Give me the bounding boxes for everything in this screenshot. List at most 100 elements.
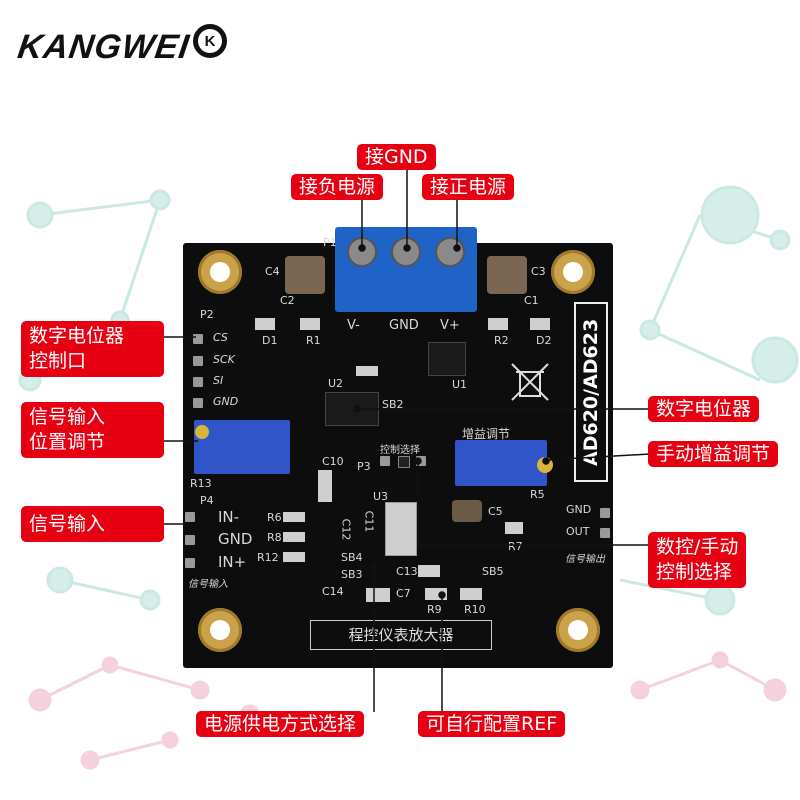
- resistor-r6: [283, 512, 305, 522]
- ref-R1: R1: [306, 334, 321, 347]
- mounting-hole-top-left: [198, 250, 242, 294]
- ref-C5: C5: [488, 505, 503, 518]
- callout-digpot-port-line1: 数字电位器: [29, 325, 125, 347]
- screw-gnd: [391, 237, 421, 267]
- header-label-sck: SCK: [213, 353, 235, 366]
- ref-SB2: SB2: [382, 398, 404, 411]
- brand-logo-mark: K: [193, 24, 227, 58]
- ref-C10: C10: [322, 455, 344, 468]
- ref-R7: R7: [508, 540, 523, 553]
- resistor-r1: [300, 318, 320, 330]
- input-pin-gnd: [185, 535, 195, 545]
- output-label-out: OUT: [566, 525, 590, 538]
- ref-D2: D2: [536, 334, 552, 347]
- ref-R9: R9: [427, 603, 442, 616]
- header-label-si: SI: [213, 374, 224, 387]
- input-pin-in-pos: [185, 558, 195, 568]
- header-label-cs: CS: [213, 331, 228, 344]
- input-label-gnd: GND: [218, 530, 253, 548]
- resistor-r8: [283, 532, 305, 542]
- instrumentation-amplifier-u3: [385, 502, 417, 556]
- capacitor-c7: [366, 588, 390, 602]
- capacitor-c10: [318, 470, 332, 502]
- resistor-r7: [505, 522, 523, 534]
- ref-SB5: SB5: [482, 565, 504, 578]
- jumper-caption: 控制选择: [380, 445, 420, 456]
- header-pin-sck: [193, 356, 203, 366]
- ref-U2: U2: [328, 377, 344, 390]
- ref-P1: P1: [323, 236, 337, 249]
- header-label-gnd: GND: [213, 395, 239, 408]
- callout-power-select: 电源供电方式选择: [196, 711, 365, 737]
- regulator-u1: [428, 342, 466, 376]
- terminal-label-pos: V+: [440, 318, 460, 333]
- jumper-pin-2: [398, 456, 410, 468]
- ref-C1: C1: [524, 294, 539, 307]
- mounting-hole-bottom-right: [556, 608, 600, 652]
- ref-U3: U3: [373, 490, 389, 503]
- ref-R13: R13: [190, 477, 212, 490]
- input-label-in-pos: IN+: [218, 553, 247, 571]
- ref-R8: R8: [267, 531, 282, 544]
- mounting-hole-top-right: [551, 250, 595, 294]
- output-pin-gnd: [600, 508, 610, 518]
- terminal-label-gnd: GND: [389, 318, 419, 333]
- capacitor-c13: [418, 565, 440, 577]
- ref-R10: R10: [464, 603, 486, 616]
- callout-control-select-line2: 控制选择: [656, 561, 733, 583]
- ref-C14: C14: [322, 585, 344, 598]
- callout-signal-position: 信号输入 位置调节: [21, 402, 164, 458]
- ref-P3: P3: [357, 460, 371, 473]
- led-d2: [530, 318, 550, 330]
- capacitor-c5: [452, 500, 482, 522]
- ref-C2: C2: [280, 294, 295, 307]
- callout-ref-config: 可自行配置REF: [418, 711, 566, 737]
- callout-digpot-port-line2: 控制口: [29, 350, 87, 372]
- input-caption: 信号输入: [188, 579, 228, 590]
- input-label-in-neg: IN-: [218, 508, 240, 526]
- callout-signal-position-line2: 位置调节: [29, 431, 106, 453]
- capacitor-c4: [285, 256, 325, 294]
- callout-signal-input: 信号输入: [21, 506, 164, 542]
- ref-P2: P2: [200, 308, 214, 321]
- header-pin-si: [193, 377, 203, 387]
- led-d1: [255, 318, 275, 330]
- ref-R2: R2: [494, 334, 509, 347]
- ref-R6: R6: [267, 511, 282, 524]
- ref-D1: D1: [262, 334, 278, 347]
- trimmer-potentiometer-left: [194, 420, 290, 474]
- ref-U1: U1: [452, 378, 468, 391]
- output-label-gnd: GND: [566, 503, 592, 516]
- resistor-r2: [488, 318, 508, 330]
- output-caption: 信号输出: [565, 554, 605, 565]
- resistor-r12: [283, 552, 305, 562]
- weee-bin-icon: [511, 363, 549, 401]
- trimmer-potentiometer-gain: [455, 440, 547, 486]
- callout-control-select: 数控/手动 控制选择: [648, 532, 747, 588]
- terminal-label-neg: V-: [347, 318, 360, 333]
- ref-P4: P4: [200, 494, 214, 507]
- trimmer-screw-left: [195, 425, 209, 439]
- ref-C4: C4: [265, 265, 280, 278]
- ref-C13: C13: [396, 565, 418, 578]
- callout-positive-supply: 接正电源: [422, 174, 515, 200]
- header-pin-cs: [193, 334, 203, 344]
- screw-terminal-block: [335, 227, 477, 312]
- callout-digpot-port: 数字电位器 控制口: [21, 321, 164, 377]
- screw-positive: [435, 237, 465, 267]
- callout-gnd: 接GND: [357, 144, 436, 170]
- input-pin-in-neg: [185, 512, 195, 522]
- ref-R12: R12: [257, 551, 279, 564]
- callout-negative-supply: 接负电源: [291, 174, 384, 200]
- capacitor-c3: [487, 256, 527, 294]
- gain-label: 增益调节: [462, 427, 511, 441]
- callout-manual-gain: 手动增益调节: [648, 441, 779, 467]
- callout-signal-position-line1: 信号输入: [29, 406, 106, 428]
- ref-SB3: SB3: [341, 568, 363, 581]
- callout-control-select-line1: 数控/手动: [656, 536, 739, 558]
- ref-R5: R5: [530, 488, 545, 501]
- jumper-pin-1: [380, 456, 390, 466]
- ref-SB4: SB4: [341, 551, 363, 564]
